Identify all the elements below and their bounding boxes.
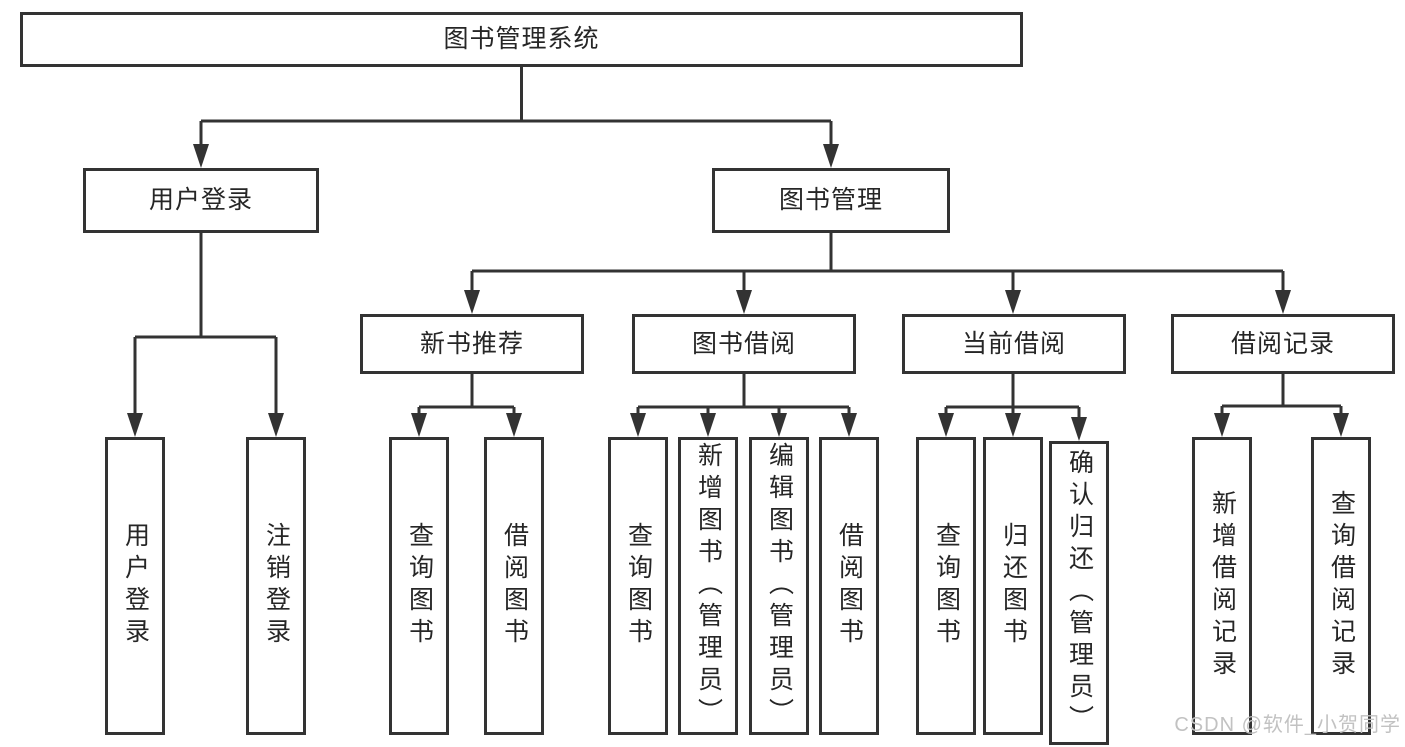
node-book-borrow-label: 图书借阅 [691,329,796,358]
leaf-bb-edit-books-admin: 编辑图书（管理员） [749,437,809,735]
node-book-management-label: 图书管理 [778,186,883,214]
leaf-cb-return-books-label: 归还图书 [999,522,1028,650]
leaf-bb-borrow-books-label: 借阅图书 [835,522,864,650]
arrowheads [127,144,1349,441]
leaf-bb-edit-books-admin-label: 编辑图书（管理员） [765,442,794,730]
leaf-cb-query-books-label: 查询图书 [932,522,961,650]
node-user-login-label: 用户登录 [148,186,253,214]
csdn-watermark: CSDN @软件_小贺同学 [1174,714,1401,736]
leaf-user-login: 用户登录 [105,437,165,735]
leaf-cb-query-books: 查询图书 [916,437,976,735]
leaf-br-add-record: 新增借阅记录 [1192,437,1252,735]
leaf-br-query-record: 查询借阅记录 [1311,437,1371,735]
leaf-nbr-query-books-label: 查询图书 [405,522,434,650]
leaf-nbr-query-books: 查询图书 [389,437,449,735]
leaf-user-login-label: 用户登录 [121,522,150,650]
node-new-book-recommend: 新书推荐 [360,314,584,374]
leaf-bb-add-books-admin-label: 新增图书（管理员） [694,442,723,730]
leaf-nbr-borrow-books: 借阅图书 [484,437,544,735]
leaf-bb-query-books: 查询图书 [608,437,668,735]
leaf-br-add-record-label: 新增借阅记录 [1208,490,1237,682]
leaf-logout-login: 注销登录 [246,437,306,735]
leaf-bb-borrow-books: 借阅图书 [819,437,879,735]
node-borrow-record-label: 借阅记录 [1230,329,1335,358]
leaf-bb-query-books-label: 查询图书 [624,522,653,650]
leaf-cb-return-books: 归还图书 [983,437,1043,735]
node-book-management: 图书管理 [712,168,950,233]
node-root-system: 图书管理系统 [20,12,1023,67]
leaf-bb-add-books-admin: 新增图书（管理员） [678,437,738,735]
node-book-borrow: 图书借阅 [632,314,856,374]
leaf-cb-confirm-return-admin-label: 确认归还（管理员） [1065,449,1094,737]
node-new-book-recommend-label: 新书推荐 [419,329,524,358]
leaf-logout-login-label: 注销登录 [262,522,291,650]
leaf-nbr-borrow-books-label: 借阅图书 [500,522,529,650]
node-root-system-label: 图书管理系统 [443,25,600,53]
node-borrow-record: 借阅记录 [1171,314,1395,374]
leaf-cb-confirm-return-admin: 确认归还（管理员） [1049,441,1109,745]
node-current-borrow-label: 当前借阅 [961,329,1066,358]
node-user-login: 用户登录 [83,168,319,233]
leaf-br-query-record-label: 查询借阅记录 [1327,490,1356,682]
node-current-borrow: 当前借阅 [902,314,1126,374]
